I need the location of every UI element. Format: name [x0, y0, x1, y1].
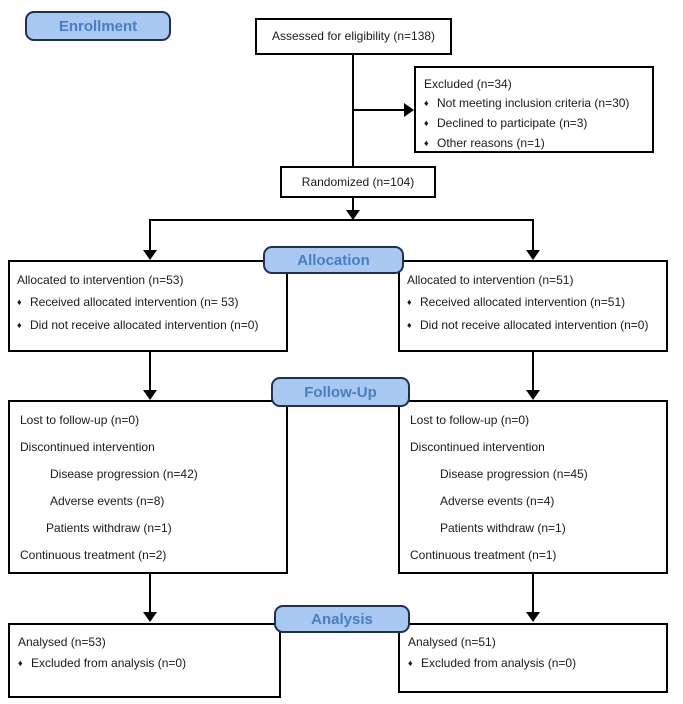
- arrowhead-followup-right-icon: [526, 390, 540, 400]
- stage-label-analysis: Analysis: [274, 605, 410, 633]
- excluded-bullet-text: Not meeting inclusion criteria (n=30): [437, 96, 630, 110]
- excluded-bullet-text: Other reasons (n=1): [437, 136, 545, 150]
- excluded-bullet-item: ♦ Other reasons (n=1): [424, 134, 644, 154]
- analysis-left-box: Analysed (n=53) ♦ Excluded from analysis…: [8, 623, 281, 698]
- excluded-box: Excluded (n=34) ♦ Not meeting inclusion …: [414, 66, 654, 153]
- bullet-diamond-icon: ♦: [424, 138, 429, 148]
- randomized-box: Randomized (n=104): [280, 166, 436, 198]
- stage-label-allocation: Allocation: [263, 246, 404, 274]
- arrowhead-randomized-icon: [346, 210, 360, 220]
- analysis-right-title: Analysed (n=51): [408, 635, 496, 649]
- split-line: [149, 219, 534, 221]
- followup-right-line: Discontinued intervention: [410, 440, 545, 454]
- stage-label-follow-up: Follow-Up: [271, 377, 410, 407]
- followup-left-line: Patients withdraw (n=1): [46, 521, 172, 535]
- arrowhead-allocation-left-icon: [143, 250, 157, 260]
- randomized-text: Randomized (n=104): [301, 174, 415, 189]
- followup-left-line: Disease progression (n=42): [50, 467, 198, 481]
- analysis-left-title: Analysed (n=53): [18, 635, 106, 649]
- connector-followup-to-analysis-left: [149, 574, 151, 612]
- allocation-left-bullet-item: ♦ Received allocated intervention (n= 53…: [17, 291, 278, 314]
- arrowhead-allocation-right-icon: [526, 250, 540, 260]
- analysis-left-bullet-item: ♦ Excluded from analysis (n=0): [18, 653, 271, 675]
- arrowhead-analysis-right-icon: [526, 612, 540, 622]
- followup-right-line: Adverse events (n=4): [440, 494, 555, 508]
- allocation-left-title: Allocated to intervention (n=53): [17, 273, 184, 287]
- followup-left-line: Continuous treatment (n=2): [20, 548, 167, 562]
- excluded-bullet-item: ♦ Declined to participate (n=3): [424, 114, 644, 134]
- connector-randomized-down: [352, 198, 354, 211]
- allocation-left-box: Allocated to intervention (n=53) ♦ Recei…: [8, 260, 288, 352]
- assessed-eligibility-box: Assessed for eligibility (n=138): [255, 18, 452, 55]
- arrowhead-followup-left-icon: [143, 390, 157, 400]
- bullet-diamond-icon: ♦: [17, 320, 22, 330]
- followup-left-line: Adverse events (n=8): [50, 494, 165, 508]
- followup-left-box: Lost to follow-up (n=0) Discontinued int…: [8, 400, 288, 574]
- allocation-right-bullet-item: ♦ Received allocated intervention (n=51): [407, 291, 658, 314]
- excluded-bullet-text: Declined to participate (n=3): [437, 116, 588, 130]
- excluded-title: Excluded (n=34): [424, 77, 512, 91]
- followup-right-box: Lost to follow-up (n=0) Discontinued int…: [398, 400, 668, 574]
- bullet-diamond-icon: ♦: [424, 118, 429, 128]
- connector-to-excluded: [353, 109, 404, 111]
- connector-split-right: [532, 219, 534, 250]
- followup-left-line: Discontinued intervention: [20, 440, 155, 454]
- arrowhead-analysis-left-icon: [143, 612, 157, 622]
- followup-left-line: Lost to follow-up (n=0): [20, 413, 140, 427]
- allocation-right-box: Allocated to intervention (n=51) ♦ Recei…: [398, 260, 668, 352]
- followup-right-line: Continuous treatment (n=1): [410, 548, 557, 562]
- allocation-right-title: Allocated to intervention (n=51): [407, 273, 574, 287]
- allocation-left-bullet-text: Received allocated intervention (n= 53): [30, 295, 239, 309]
- assessed-eligibility-text: Assessed for eligibility (n=138): [271, 29, 436, 43]
- analysis-right-bullet-item: ♦ Excluded from analysis (n=0): [408, 653, 658, 675]
- connector-allocation-to-followup-left: [149, 352, 151, 390]
- connector-split-left: [149, 219, 151, 250]
- bullet-diamond-icon: ♦: [407, 297, 412, 307]
- followup-right-line: Patients withdraw (n=1): [440, 521, 566, 535]
- followup-right-line: Lost to follow-up (n=0): [410, 413, 530, 427]
- bullet-diamond-icon: ♦: [407, 320, 412, 330]
- allocation-right-bullet-text: Received allocated intervention (n=51): [420, 295, 626, 309]
- stage-label-enrollment: Enrollment: [25, 11, 171, 41]
- bullet-diamond-icon: ♦: [424, 98, 429, 108]
- allocation-right-bullet-text: Did not receive allocated intervention (…: [420, 318, 649, 332]
- allocation-left-bullet-text: Did not receive allocated intervention (…: [30, 318, 259, 332]
- analysis-right-box: Analysed (n=51) ♦ Excluded from analysis…: [398, 623, 668, 693]
- analysis-left-bullet-text: Excluded from analysis (n=0): [31, 656, 187, 670]
- analysis-right-bullet-text: Excluded from analysis (n=0): [421, 656, 577, 670]
- followup-right-line: Disease progression (n=45): [440, 467, 588, 481]
- bullet-diamond-icon: ♦: [18, 658, 23, 668]
- arrowhead-excluded-icon: [404, 103, 414, 117]
- allocation-right-bullet-item: ♦ Did not receive allocated intervention…: [407, 314, 658, 337]
- bullet-diamond-icon: ♦: [408, 658, 413, 668]
- allocation-left-bullet-item: ♦ Did not receive allocated intervention…: [17, 314, 278, 337]
- excluded-bullet-item: ♦ Not meeting inclusion criteria (n=30): [424, 94, 644, 114]
- connector-allocation-to-followup-right: [532, 352, 534, 390]
- bullet-diamond-icon: ♦: [17, 297, 22, 307]
- connector-followup-to-analysis-right: [532, 574, 534, 612]
